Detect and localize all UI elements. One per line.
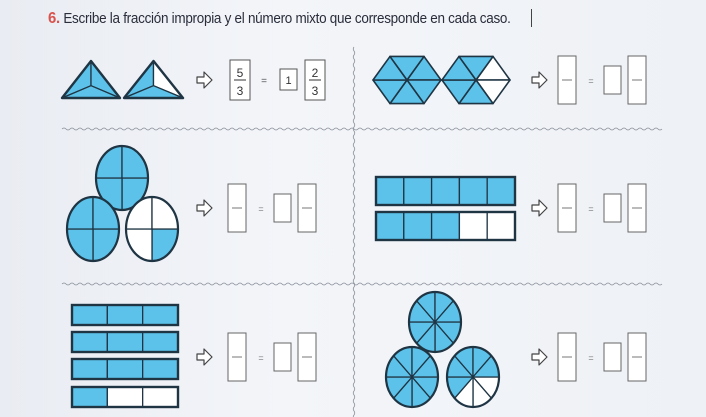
bar-thirds xyxy=(70,303,180,327)
wavy-divider-horizontal xyxy=(61,282,663,286)
whole-number-box xyxy=(603,193,622,223)
bar-cell xyxy=(106,386,144,408)
bar-cell xyxy=(142,304,179,326)
bar-cell xyxy=(142,358,179,380)
bar-outline xyxy=(374,175,517,207)
circle-outline xyxy=(94,144,150,212)
whole-number-box xyxy=(273,193,292,223)
bar-cell xyxy=(106,304,144,326)
whole-number-box xyxy=(279,68,298,91)
triangle-outline xyxy=(122,59,185,100)
circle-outline xyxy=(407,290,463,354)
circle-fractions xyxy=(407,290,463,354)
bar-cell xyxy=(403,176,433,206)
circle-outline xyxy=(445,345,501,409)
bar-cell xyxy=(106,331,144,353)
equals-sign: = xyxy=(588,353,593,363)
bar-cell xyxy=(486,211,516,241)
bar-cell xyxy=(142,386,179,408)
bar-outline xyxy=(70,385,180,409)
answer-boxes: = xyxy=(227,332,317,382)
bar-fifths xyxy=(374,175,517,207)
bar-cell xyxy=(71,386,108,408)
answer-boxes: = xyxy=(227,183,317,233)
mixed-numerator: 2 xyxy=(312,66,319,80)
equals-sign: = xyxy=(588,204,593,214)
arrow-icon xyxy=(531,199,548,217)
example-answer: 5 3 = 1 2 3 xyxy=(229,59,326,101)
bar-cell xyxy=(458,211,488,241)
circle-fractions xyxy=(445,345,501,409)
whole-number-box xyxy=(603,342,622,372)
bar-outline xyxy=(374,210,517,242)
equals-sign: = xyxy=(261,76,267,87)
arrow-icon xyxy=(196,348,213,366)
answer-boxes: = xyxy=(557,332,647,382)
arrow-icon xyxy=(531,348,548,366)
bar-outline xyxy=(70,303,180,327)
circle-outline xyxy=(384,345,440,409)
bar-fifths xyxy=(374,210,517,242)
bar-cell xyxy=(403,211,433,241)
exercise-number: 6. xyxy=(48,10,60,27)
bar-cell xyxy=(106,358,144,380)
whole-number-box xyxy=(273,342,292,372)
circle-fractions xyxy=(124,195,180,263)
bar-thirds xyxy=(70,330,180,354)
wavy-divider-vertical xyxy=(352,46,356,417)
mixed-denominator: 3 xyxy=(312,84,319,98)
equals-sign: = xyxy=(588,76,593,86)
bar-outline xyxy=(70,330,180,354)
arrow-icon xyxy=(531,71,548,89)
bar-outline xyxy=(70,357,180,381)
bar-cell xyxy=(71,331,108,353)
bar-thirds xyxy=(70,385,180,409)
text-cursor xyxy=(531,9,532,27)
bar-cell xyxy=(375,211,405,241)
circle-fractions xyxy=(65,195,121,263)
bar-cell xyxy=(375,176,405,206)
equals-sign: = xyxy=(258,353,263,363)
triangle-outline xyxy=(60,59,122,100)
bar-cell xyxy=(142,331,179,353)
improper-numerator: 5 xyxy=(237,66,244,80)
arrow-icon xyxy=(196,71,213,89)
answer-boxes: = xyxy=(557,55,647,105)
hexagon-sixths xyxy=(372,55,442,105)
bar-cell xyxy=(430,176,461,206)
equals-sign: = xyxy=(258,204,263,214)
bar-cell xyxy=(71,304,108,326)
exercise-instruction: 6. Escribe la fracción impropia y el núm… xyxy=(48,10,511,28)
arrow-icon xyxy=(196,199,213,217)
hexagon-part xyxy=(458,55,494,81)
hexagon-part xyxy=(389,55,425,81)
answer-boxes: = xyxy=(557,183,647,233)
circle-outline xyxy=(124,195,180,263)
triangle-thirds xyxy=(60,59,122,100)
wavy-divider-horizontal xyxy=(61,127,663,131)
hexagon-sixths xyxy=(441,55,511,105)
bar-thirds xyxy=(70,357,180,381)
instruction-text: Escribe la fracción impropia y el número… xyxy=(63,11,511,27)
bar-cell xyxy=(486,176,516,206)
circle-fractions xyxy=(94,144,150,212)
circle-outline xyxy=(65,195,121,263)
improper-denominator: 3 xyxy=(237,84,244,98)
whole-number-box xyxy=(603,65,622,95)
circle-fractions xyxy=(384,345,440,409)
bar-cell xyxy=(430,211,461,241)
whole-number: 1 xyxy=(285,75,291,87)
triangle-thirds xyxy=(122,59,185,100)
bar-cell xyxy=(71,358,108,380)
bar-cell xyxy=(458,176,488,206)
